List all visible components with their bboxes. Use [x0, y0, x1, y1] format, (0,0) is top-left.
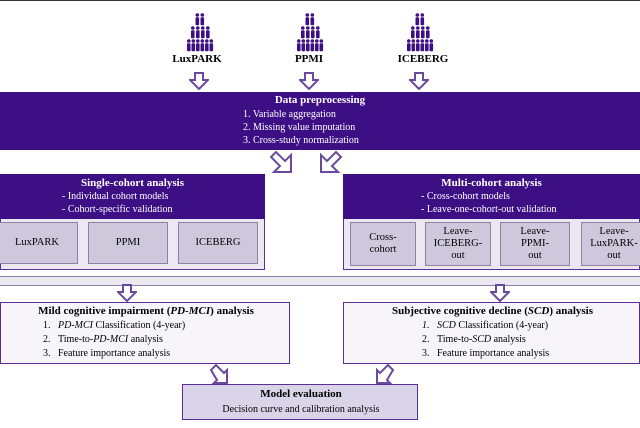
down-arrow-icon	[490, 284, 510, 302]
mci-panel: Mild cognitive impairment (PD-MCI) analy…	[0, 302, 290, 364]
single-cohort-header: Single-cohort analysis - Individual coho…	[0, 174, 265, 219]
people-group-icon	[187, 13, 214, 52]
evaluation-subtitle: Decision curve and calibration analysis	[222, 404, 380, 415]
single-cohort-item: LuxPARK	[0, 222, 78, 264]
people-group-icon	[297, 13, 324, 52]
scd-panel: Subjective cognitive decline (SCD) analy…	[343, 302, 640, 364]
scd-step: 3. Feature importance analysis	[422, 348, 550, 359]
scd-title: Subjective cognitive decline (SCD) analy…	[391, 305, 594, 317]
down-arrow-icon	[299, 72, 319, 90]
multi-cohort-bullet: - Leave-one-cohort-out validation	[421, 204, 557, 215]
down-right-arrow-icon	[209, 363, 228, 384]
multi-cohort-item: Leave- PPMI- out	[500, 222, 570, 266]
mci-title: Mild cognitive impairment (PD-MCI) analy…	[38, 305, 254, 317]
evaluation-title: Model evaluation	[260, 388, 342, 400]
down-arrow-icon	[117, 284, 137, 302]
mci-step: 2. Time-to-PD-MCI analysis	[43, 334, 163, 345]
down-left-arrow-icon	[376, 363, 395, 384]
merge-band	[0, 276, 640, 286]
multi-cohort-bullet: - Cross-cohort models	[421, 191, 510, 202]
mci-step: 3. Feature importance analysis	[43, 348, 171, 359]
down-arrow-icon	[189, 72, 209, 90]
cohort-label: ICEBERG	[397, 53, 449, 65]
single-cohort-title: Single-cohort analysis	[81, 177, 184, 189]
cohort-label: LuxPARK	[172, 53, 222, 65]
evaluation-box: Model evaluation Decision curve and cali…	[182, 384, 418, 420]
preprocessing-step: 1. Variable aggregation	[243, 109, 336, 120]
down-left-arrow-icon	[269, 150, 292, 173]
single-cohort-bullet: - Individual cohort models	[62, 191, 169, 202]
single-cohort-bullet: - Cohort-specific validation	[62, 204, 173, 215]
down-right-arrow-icon	[320, 150, 343, 173]
preprocessing-step: 3. Cross-study normalization	[243, 135, 359, 146]
multi-cohort-item: Leave- LuxPARK- out	[581, 222, 640, 266]
single-cohort-item: ICEBERG	[178, 222, 258, 264]
preprocessing-step: 2. Missing value imputation	[243, 122, 356, 133]
preprocessing-title: Data preprocessing	[274, 94, 366, 106]
single-cohort-item: PPMI	[88, 222, 168, 264]
scd-step: 2. Time-to-SCD analysis	[422, 334, 526, 345]
mci-step: 1. PD-MCI Classification (4-year)	[43, 320, 186, 331]
multi-cohort-title: Multi-cohort analysis	[441, 177, 542, 189]
down-arrow-icon	[409, 72, 429, 90]
cohort-label: PPMI	[294, 53, 324, 65]
people-group-icon	[407, 13, 434, 52]
multi-cohort-item: Cross- cohort	[350, 222, 416, 266]
multi-cohort-item: Leave- ICEBERG- out	[425, 222, 491, 266]
multi-cohort-header: Multi-cohort analysis - Cross-cohort mod…	[343, 174, 640, 219]
scd-step: 1. SCD Classification (4-year)	[422, 320, 549, 331]
preprocessing-box: Data preprocessing 1. Variable aggregati…	[0, 92, 640, 150]
